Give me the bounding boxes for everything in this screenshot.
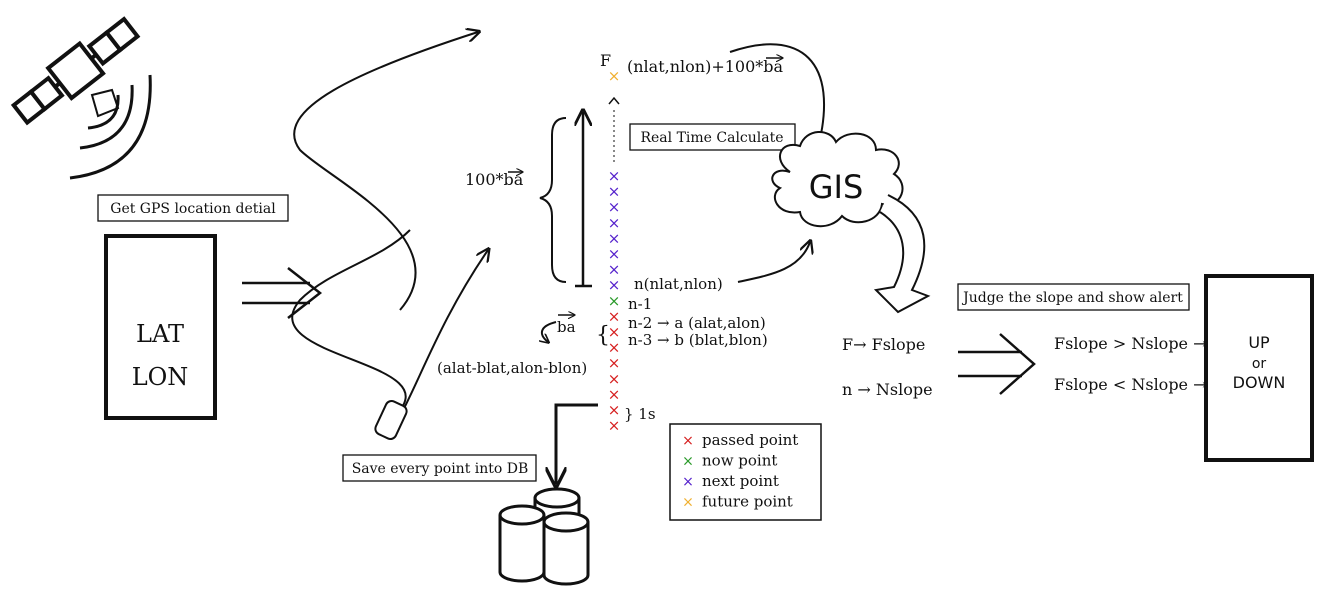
wavy-path-upper	[293, 32, 478, 311]
n-coord-label: n(nlat,nlon)	[634, 275, 723, 293]
wavy-path-lower	[291, 229, 411, 419]
ba-label: ba	[557, 318, 576, 336]
legend-label: now point	[702, 452, 777, 470]
legend-marker: ×	[682, 433, 694, 449]
f-to-gis-arrow	[729, 43, 824, 148]
next-point: ×	[608, 229, 621, 247]
database-icon	[498, 487, 590, 586]
n2-label: n-2 → a (alat,alon)	[628, 314, 766, 332]
next-point: ×	[608, 183, 621, 201]
real-time-label: Real Time Calculate	[640, 130, 783, 146]
judge-box	[957, 283, 1190, 311]
passed-point: ×	[608, 354, 621, 372]
lon-text: LON	[132, 363, 189, 391]
car-icon	[374, 400, 408, 440]
f-coord-label: (nlat,nlon)+100*ba	[627, 57, 784, 76]
point-column: ×××××××××××××××××	[608, 167, 621, 435]
gps-label: Get GPS location detial	[110, 201, 276, 217]
passed-point: ×	[608, 339, 621, 357]
compare-lt-label: Fslope < Nslope →	[1054, 375, 1207, 394]
lat-lon-box	[104, 234, 217, 420]
up-label: UP	[1248, 333, 1270, 352]
n-to-gis-arrow	[737, 242, 810, 283]
legend-label: next point	[702, 472, 779, 490]
satellite-icon	[10, 16, 152, 180]
small-brace: {	[596, 323, 610, 348]
passed-point: ×	[608, 370, 621, 388]
passed-point: ×	[608, 307, 621, 325]
down-label: DOWN	[1233, 373, 1286, 392]
ba-diff-label: (alat-blat,alon-blon)	[437, 359, 587, 377]
lat-text: LAT	[136, 320, 184, 348]
f-label: F	[600, 51, 611, 70]
db-arrow	[556, 403, 598, 484]
legend-label: future point	[702, 493, 793, 511]
n1-label: n-1	[628, 295, 652, 313]
passed-point: ×	[608, 417, 621, 435]
legend-marker: ×	[682, 495, 694, 511]
legend-marker: ×	[682, 474, 694, 490]
or-label: or	[1252, 356, 1267, 372]
next-point: ×	[608, 276, 621, 294]
next-point: ×	[608, 245, 621, 263]
next-point: ×	[608, 167, 621, 185]
save-db-label: Save every point into DB	[352, 461, 529, 477]
up-chevron	[608, 96, 620, 105]
now-point: ×	[608, 292, 621, 310]
passed-point: ×	[608, 323, 621, 341]
future-point: ×	[608, 67, 621, 85]
save-db-box	[342, 454, 537, 482]
legend: × passed point × now point × next point × futur…	[682, 431, 798, 511]
double-arrow-2	[958, 333, 1036, 395]
gps-label-box	[97, 194, 289, 222]
legend-marker: ×	[682, 454, 694, 470]
hundred-ba-label: 100*ba	[465, 170, 524, 189]
next-point: ×	[608, 261, 621, 279]
passed-point: ×	[608, 401, 621, 419]
judge-label: Judge the slope and show alert	[961, 290, 1183, 306]
gis-label: GIS	[809, 168, 864, 206]
curly-brace	[539, 117, 567, 283]
one-second-label: } 1s	[624, 405, 656, 423]
ba-curve-arrow	[542, 321, 557, 342]
legend-box	[669, 423, 822, 521]
compare-gt-label: Fslope > Nslope →	[1054, 334, 1207, 353]
next-point: ×	[608, 198, 621, 216]
next-point: ×	[608, 214, 621, 232]
gis-output-arrow	[873, 194, 931, 314]
real-time-box	[629, 123, 796, 151]
legend-label: passed point	[702, 431, 798, 449]
n3-label: n-3 → b (blat,blon)	[628, 331, 768, 349]
wavy-path-lower-arrow	[397, 250, 488, 421]
gis-cloud	[771, 131, 904, 228]
f-slope-label: F→ Fslope	[842, 335, 925, 354]
passed-point: ×	[608, 385, 621, 403]
n-slope-label: n → Nslope	[842, 380, 933, 399]
result-box	[1204, 274, 1314, 462]
